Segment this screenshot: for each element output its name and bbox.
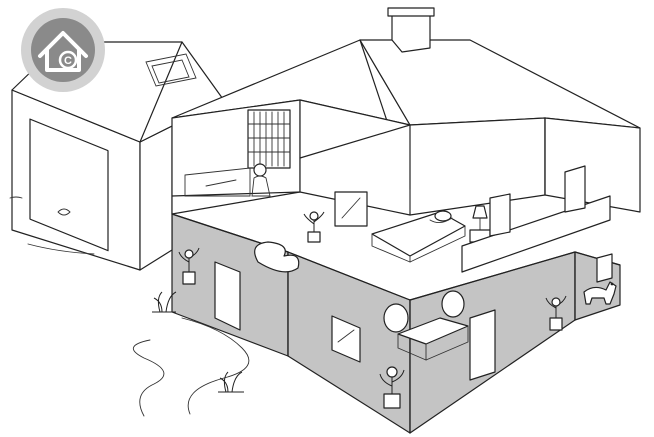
garage-handle: [57, 208, 71, 216]
floor-slab-edge: [171, 213, 621, 301]
potted-plant-icon-3: [545, 295, 567, 331]
ground-mark: [9, 196, 23, 199]
armchair-icon: [383, 290, 465, 333]
dog-icon: [583, 281, 617, 305]
potted-plant-icon-2: [178, 247, 200, 285]
garage-door: [29, 118, 109, 252]
ground-line: [27, 243, 95, 255]
upper-floor-line: [171, 191, 301, 197]
balcony-railing: [461, 195, 611, 273]
upper-right-wall: [544, 117, 641, 213]
potted-plant-icon: [303, 211, 325, 243]
basement-window-glint: [337, 329, 355, 343]
rug-icon: [254, 241, 300, 273]
dog-door: [596, 253, 613, 283]
basement-door-right: [469, 309, 496, 381]
lamp-icon: [469, 205, 491, 243]
bed-icon: [371, 211, 466, 263]
chimney-cap: [387, 7, 435, 17]
coffee-table-icon: [397, 317, 469, 361]
bookshelf-books: [247, 111, 291, 167]
bookshelf-icon: [247, 109, 291, 169]
balcony-door: [564, 165, 586, 213]
window-icon: [334, 191, 368, 227]
person-reading-icon: [205, 163, 271, 197]
potted-plant-icon-4: [379, 366, 405, 409]
person-sleeping-icon: [429, 210, 453, 223]
garden-path-edge: [181, 317, 250, 415]
garage-side-wall: [139, 125, 173, 271]
garage-roof-ridge: [139, 41, 183, 143]
grass-tuft-icon: [152, 291, 177, 313]
basement-window-icon: [331, 315, 361, 363]
garden-path-icon: [133, 339, 165, 417]
house-copyright-logo: C: [21, 8, 105, 92]
basement-door: [214, 261, 241, 331]
chimney-icon: [391, 11, 431, 53]
copyright-glyph: C: [64, 55, 72, 67]
desk-icon: [184, 167, 251, 197]
skylight-icon: [145, 53, 197, 87]
bedroom-door: [489, 193, 511, 237]
skylight-glass: [151, 59, 190, 84]
upper-partition: [299, 124, 411, 159]
window-glint: [341, 197, 361, 219]
grass-tuft-icon-2: [218, 371, 244, 393]
